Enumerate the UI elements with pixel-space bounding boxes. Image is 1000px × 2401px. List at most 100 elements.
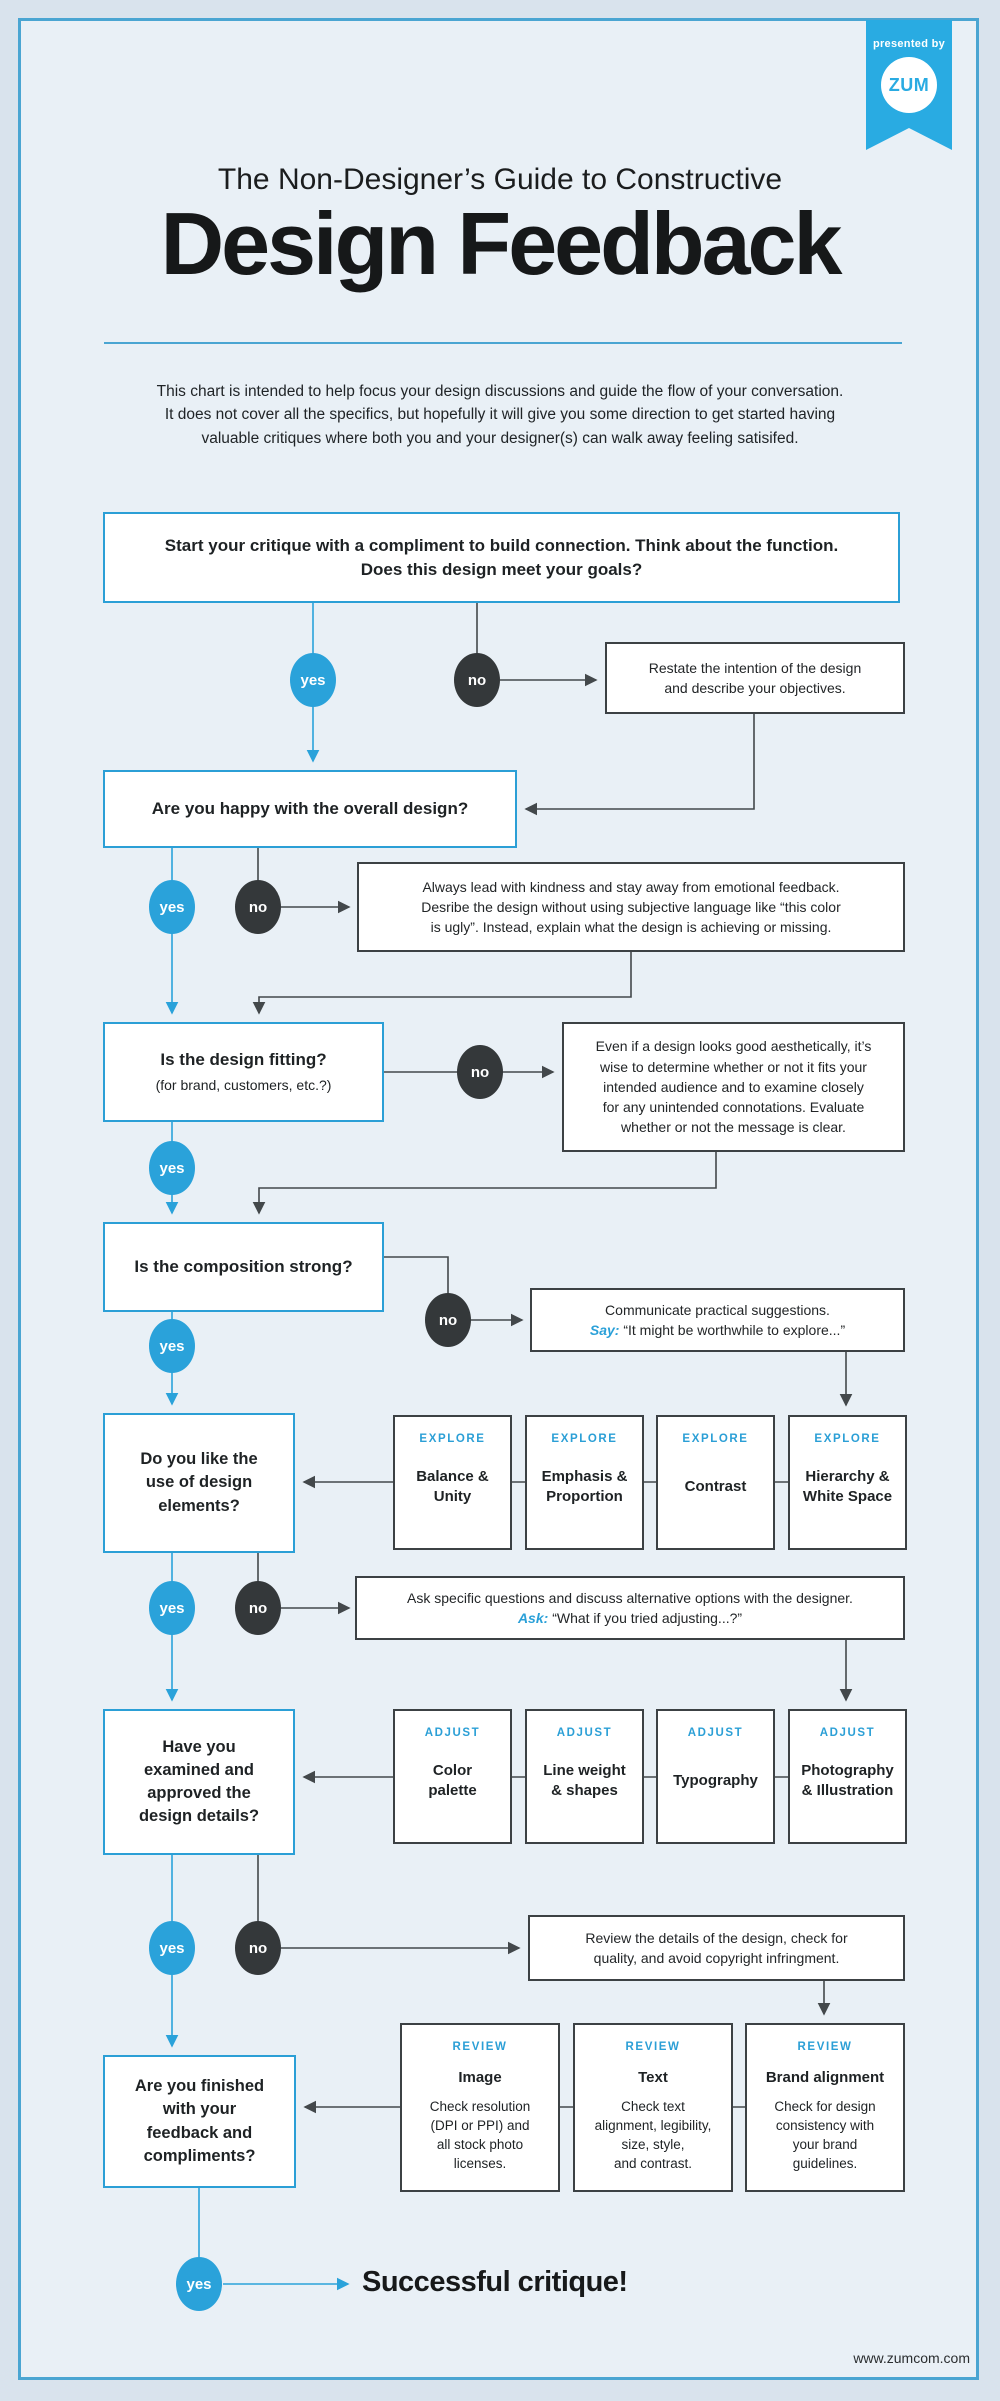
- dark-connectors: [252, 603, 853, 2114]
- text-line: licenses.: [453, 2156, 507, 2172]
- adjust-label: ADJUST: [424, 1727, 481, 1739]
- text-line: (DPI or PPI) and: [430, 2118, 530, 2134]
- text-line: and describe your objectives.: [664, 680, 846, 696]
- zum-logo: ZUM: [881, 57, 937, 113]
- text-line: Typography: [673, 1771, 758, 1789]
- explore-box-hierarchy-whitespace: EXPLORE Hierarchy & White Space: [788, 1415, 907, 1550]
- text-line: and contrast.: [613, 2156, 693, 2172]
- review-label: REVIEW: [625, 2041, 681, 2053]
- adjust-box-typography: ADJUST Typography: [656, 1709, 775, 1844]
- adjust-label: ADJUST: [687, 1727, 744, 1739]
- yes-pill-2: yes: [149, 880, 195, 934]
- text-line: approved the: [147, 1784, 251, 1802]
- text-line: palette: [428, 1781, 477, 1799]
- adjust-item-title: Photography & Illustration: [801, 1739, 894, 1832]
- text-line: your brand: [792, 2137, 858, 2153]
- text-line: guidelines.: [792, 2156, 858, 2172]
- text-line: quality, and avoid copyright infringment…: [593, 1950, 840, 1966]
- text-line: Line weight: [543, 1762, 626, 1779]
- overall-design-question-box: Are you happy with the overall design?: [103, 770, 517, 848]
- adjust-item-title: Color palette: [428, 1739, 476, 1832]
- zum-logo-text: ZUM: [888, 74, 930, 95]
- design-details-question-box: Have you examined and approved the desig…: [103, 1709, 295, 1855]
- text-line: Unity: [433, 1487, 472, 1505]
- explore-label: EXPLORE: [551, 1433, 618, 1445]
- text-line: with your: [162, 2100, 237, 2119]
- adjust-item-title: Typography: [673, 1739, 758, 1832]
- text-line: Proportion: [546, 1487, 623, 1505]
- yes-pill-3: yes: [149, 1141, 195, 1195]
- review-item-body: Check for design consistency with your b…: [774, 2097, 875, 2174]
- text-line: Always lead with kindness and stay away …: [422, 878, 840, 895]
- text-line: & shapes: [551, 1781, 618, 1799]
- text-line: wise to determine whether or not it fits…: [600, 1058, 867, 1075]
- ask-questions-box: Ask specific questions and discuss alter…: [355, 1576, 905, 1640]
- review-box-brand-alignment: REVIEW Brand alignment Check for design …: [745, 2023, 905, 2192]
- ask-quote: “What if you tried adjusting...?”: [552, 1610, 743, 1626]
- adjust-label: ADJUST: [556, 1727, 613, 1739]
- fitting-advice-box: Even if a design looks good aestheticall…: [562, 1022, 905, 1152]
- explore-item-title: Emphasis & Proportion: [542, 1445, 628, 1538]
- text-line: Check for design: [774, 2099, 876, 2114]
- explore-item-title: Balance & Unity: [416, 1445, 489, 1538]
- say-label: Say:: [589, 1322, 620, 1338]
- page-title: Design Feedback: [160, 194, 843, 293]
- restate-box: Restate the intention of the design and …: [605, 642, 905, 714]
- blue-connectors: [165, 603, 350, 2291]
- explore-item-title: Contrast: [685, 1445, 747, 1538]
- explore-label: EXPLORE: [419, 1433, 486, 1445]
- no-pill-5: no: [235, 1581, 281, 1635]
- text-line: intended audience and to examine closely: [603, 1078, 864, 1095]
- text-line: Color: [432, 1762, 473, 1779]
- text-line: examined and: [143, 1760, 255, 1779]
- review-details-box: Review the details of the design, check …: [528, 1915, 905, 1981]
- review-item-title: Brand alignment: [765, 2069, 885, 2086]
- design-elements-question-box: Do you like the use of design elements?: [103, 1413, 295, 1553]
- text-line: Does this design meet your goals?: [360, 559, 643, 579]
- review-item-body: Check text alignment, legibility, size, …: [595, 2097, 712, 2174]
- question-text: Is the design fitting?: [160, 1050, 327, 1070]
- intro-line: It does not cover all the specifics, but…: [164, 406, 836, 424]
- review-box-text: REVIEW Text Check text alignment, legibi…: [573, 2023, 733, 2192]
- text-line: all stock photo: [436, 2137, 524, 2153]
- text-line: whether or not the message is clear.: [621, 1119, 846, 1136]
- intro-paragraph: This chart is intended to help focus you…: [90, 380, 910, 450]
- text-line: Desribe the design without using subject…: [421, 898, 841, 915]
- say-line: Say: “It might be worthwhile to explore.…: [590, 1320, 845, 1340]
- text-line: Even if a design looks good aestheticall…: [595, 1038, 872, 1055]
- presented-by-label: presented by: [872, 38, 946, 50]
- explore-box-emphasis-proportion: EXPLORE Emphasis & Proportion: [525, 1415, 644, 1550]
- text-line: design details?: [138, 1807, 260, 1826]
- text-line: Do you like the: [140, 1450, 258, 1469]
- explore-label: EXPLORE: [682, 1433, 749, 1445]
- design-fitting-question-box: Is the design fitting? (for brand, custo…: [103, 1022, 384, 1122]
- text-line: Restate the intention of the design: [648, 659, 862, 676]
- text-line: size, style,: [621, 2137, 685, 2153]
- explore-item-title: Hierarchy & White Space: [803, 1445, 892, 1538]
- text-line: Emphasis &: [541, 1468, 628, 1485]
- review-item-body: Check resolution (DPI or PPI) and all st…: [430, 2097, 531, 2174]
- explore-box-contrast: EXPLORE Contrast: [656, 1415, 775, 1550]
- intro-line: This chart is intended to help focus you…: [156, 383, 844, 400]
- footer-url: www.zumcom.com: [853, 2350, 970, 2366]
- review-item-title: Text: [638, 2069, 668, 2086]
- finished-question-box: Are you finished with your feedback and …: [103, 2055, 296, 2188]
- review-label: REVIEW: [797, 2041, 853, 2053]
- adjust-label: ADJUST: [819, 1727, 876, 1739]
- text-line: Start your critique with a compliment to…: [164, 535, 839, 555]
- title-divider: [104, 342, 902, 344]
- text-line: Are you finished: [134, 2077, 265, 2096]
- success-message: Successful critique!: [362, 2266, 628, 2298]
- text-line: Contrast: [684, 1477, 747, 1495]
- no-pill-6: no: [235, 1921, 281, 1975]
- text-line: Review the details of the design, check …: [585, 1929, 848, 1946]
- text-line: White Space: [802, 1487, 893, 1505]
- intro-line: valuable critiques where both you and yo…: [201, 429, 799, 447]
- text-line: alignment, legibility,: [594, 2118, 712, 2134]
- no-pill-2: no: [235, 880, 281, 934]
- review-box-image: REVIEW Image Check resolution (DPI or PP…: [400, 2023, 560, 2192]
- subtitle: The Non-Designer’s Guide to Constructive: [217, 163, 783, 196]
- adjust-item-title: Line weight & shapes: [543, 1739, 626, 1832]
- text-line: compliments?: [143, 2146, 256, 2165]
